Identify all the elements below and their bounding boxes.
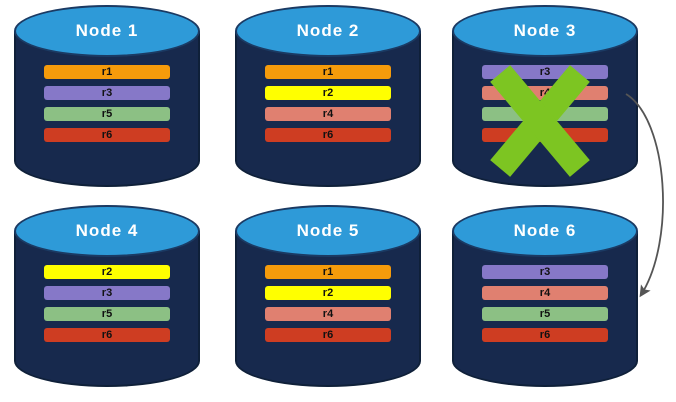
replica-row[interactable]: r6 xyxy=(44,128,170,142)
replica-row[interactable]: r1 xyxy=(44,65,170,79)
node-title: Node 4 xyxy=(75,221,139,240)
replica-row[interactable]: r3 xyxy=(44,286,170,300)
replica-row[interactable]: r5 xyxy=(44,107,170,121)
cylinder-top-ellipse xyxy=(452,205,638,257)
node-title: Node 5 xyxy=(296,221,360,240)
node-title: Node 6 xyxy=(513,221,577,240)
node-title: Node 3 xyxy=(513,21,577,40)
replica-row[interactable]: r3 xyxy=(44,86,170,100)
replica-row[interactable]: r6 xyxy=(265,128,391,142)
cylinder-top-ellipse xyxy=(452,5,638,57)
node-cylinder-4[interactable]: Node 4 r2 r3 r5 r6 xyxy=(14,205,200,387)
replica-list: r1 r2 r4 r6 xyxy=(265,265,391,342)
replica-row[interactable]: r3 xyxy=(482,65,608,79)
replica-row[interactable]: r6 xyxy=(482,128,608,142)
node-cylinder-1[interactable]: Node 1 r1 r3 r5 r6 xyxy=(14,5,200,187)
replica-row[interactable]: r2 xyxy=(265,86,391,100)
replica-list: r2 r3 r5 r6 xyxy=(44,265,170,342)
replica-row[interactable]: r5 xyxy=(482,307,608,321)
replica-row[interactable]: r1 xyxy=(265,65,391,79)
replica-row[interactable]: r4 xyxy=(265,107,391,121)
replica-row[interactable]: r5 xyxy=(44,307,170,321)
cylinder-top-ellipse xyxy=(14,205,200,257)
replica-row[interactable]: r4 xyxy=(482,86,608,100)
node-title: Node 2 xyxy=(296,21,360,40)
node-cylinder-5[interactable]: Node 5 r1 r2 r4 r6 xyxy=(235,205,421,387)
cylinder-top-ellipse xyxy=(14,5,200,57)
replica-list: r1 r2 r4 r6 xyxy=(265,65,391,142)
replica-row[interactable]: r3 xyxy=(482,265,608,279)
replica-row[interactable]: r2 xyxy=(265,286,391,300)
replica-row[interactable]: r4 xyxy=(482,286,608,300)
replica-row[interactable]: r1 xyxy=(265,265,391,279)
replica-list: r1 r3 r5 r6 xyxy=(44,65,170,142)
node-title: Node 1 xyxy=(75,21,139,40)
replica-list: r3 r4 r5 r6 xyxy=(482,265,608,342)
replica-row[interactable]: r5 xyxy=(482,107,608,121)
replica-row[interactable]: r6 xyxy=(265,328,391,342)
replica-row[interactable]: r6 xyxy=(44,328,170,342)
cylinder-top-ellipse xyxy=(235,205,421,257)
replica-row[interactable]: r2 xyxy=(44,265,170,279)
node-cylinder-3[interactable]: Node 3 r3 r4 r5 r6 xyxy=(452,5,638,187)
node-cylinder-6[interactable]: Node 6 r3 r4 r5 r6 xyxy=(452,205,638,387)
replica-row[interactable]: r6 xyxy=(482,328,608,342)
node-cylinder-2[interactable]: Node 2 r1 r2 r4 r6 xyxy=(235,5,421,187)
replica-row[interactable]: r4 xyxy=(265,307,391,321)
cylinder-top-ellipse xyxy=(235,5,421,57)
replica-list: r3 r4 r5 r6 xyxy=(482,65,608,142)
